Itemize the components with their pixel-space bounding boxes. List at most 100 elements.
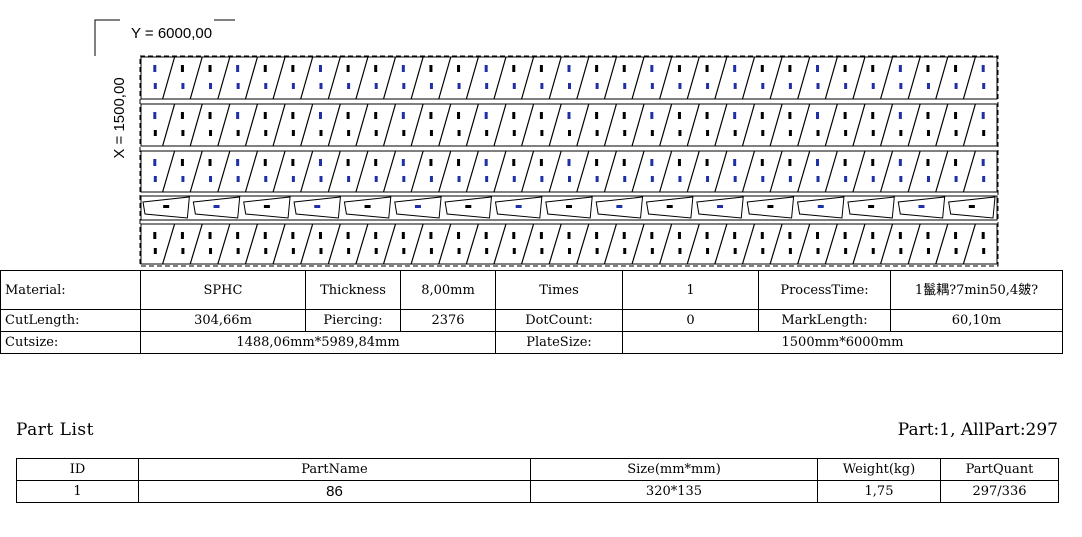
part-mark [263,112,267,119]
part-mark [981,65,985,72]
part-mark [402,130,406,136]
part-mark [181,176,185,182]
part-cut-line [300,56,314,100]
part-band [140,103,998,147]
part-mark [539,65,543,72]
part-mark [181,83,185,89]
part-mark [236,130,240,136]
part-mark [706,130,710,136]
part-mark [760,112,764,119]
part-cut-line [962,103,976,147]
part-mark [291,176,295,182]
part-cut-line [879,56,894,100]
part-mark [918,205,925,208]
part-mark [180,232,184,239]
part-cut-line [272,223,286,265]
y-dimension-label: Y = 6000,00 [131,25,212,42]
info-row-1: Material: SPHC Thickness 8,00mm Times 1 … [0,270,1063,310]
part-cut-line [493,103,507,147]
part-cut-line [382,223,397,265]
part-mark [844,83,848,89]
part-mark [717,205,724,208]
cutlength-label: CutLength: [0,309,141,332]
part-mark [540,176,544,182]
part-mark [954,248,958,254]
part-mark [871,176,875,182]
part-mark [346,159,350,166]
part-mark [981,112,985,119]
part-mark [616,205,623,208]
part-mark [595,176,599,182]
part-mark [595,232,599,239]
part-counter: Part:1, AllPart:297 [897,420,1058,440]
part-cut-line [935,150,949,193]
part-mark [236,232,240,239]
part-mark [314,205,321,208]
part-cut-line [631,150,645,193]
part-mark [623,83,627,89]
part-mark [954,176,958,182]
part-mark [788,159,792,166]
part-cut-line [327,103,341,147]
part-cut-line [548,150,562,193]
part-mark [263,232,267,239]
part-cut-line [631,103,645,147]
part-mark [374,159,378,166]
part-cut-line [797,150,811,193]
part-cut-line [769,56,783,100]
part-mark [318,65,322,72]
part-cut-line [217,150,231,193]
part-mark [402,248,406,254]
part-cut-line [189,223,203,265]
part-cut-line [465,223,479,265]
rotated-part [847,196,895,219]
cell-size: 320*135 [530,480,818,503]
part-cut-line [907,56,921,100]
part-mark [457,176,461,182]
part-mark [568,130,571,136]
part-mark [153,248,157,254]
part-mark [843,232,847,239]
part-mark [153,130,157,136]
part-mark [968,205,975,208]
piercing-value: 2376 [400,309,496,332]
table-row[interactable]: 1 86 320*135 1,75 297/336 [16,480,1059,503]
part-mark [843,159,847,166]
part-mark [926,83,930,89]
part-mark [485,83,489,89]
part-cut-line [603,56,617,100]
header-weight: Weight(kg) [817,458,941,481]
part-cut-line [300,103,314,147]
part-mark [512,65,516,72]
part-mark [868,205,875,208]
part-cut-line [935,56,949,100]
part-mark [760,159,764,166]
part-mark [414,205,421,208]
part-cut-line [493,150,507,193]
part-mark [733,176,737,182]
part-mark [566,205,572,208]
header-partquant: PartQuant [940,458,1059,481]
part-cut-line [741,223,756,265]
part-mark [346,112,350,119]
part-cut-line [852,103,866,147]
part-mark [678,248,682,254]
part-cut-line [244,103,259,147]
cell-id: 1 [16,480,139,503]
part-cut-line [272,150,286,193]
part-mark [457,232,461,239]
part-mark [153,112,157,119]
part-mark [954,232,958,239]
part-cut-line [162,103,176,147]
nesting-preview: Y = 6000,00 X = 1500,00 [94,19,999,267]
part-mark [595,248,599,254]
part-cut-line [824,56,838,100]
part-cut-line [852,223,866,265]
part-cut-line [327,223,341,265]
part-mark [954,159,958,166]
part-mark [319,248,323,254]
part-cut-line [217,56,231,100]
part-mark [264,248,268,254]
part-mark [899,176,903,182]
rotated-part [243,196,291,219]
